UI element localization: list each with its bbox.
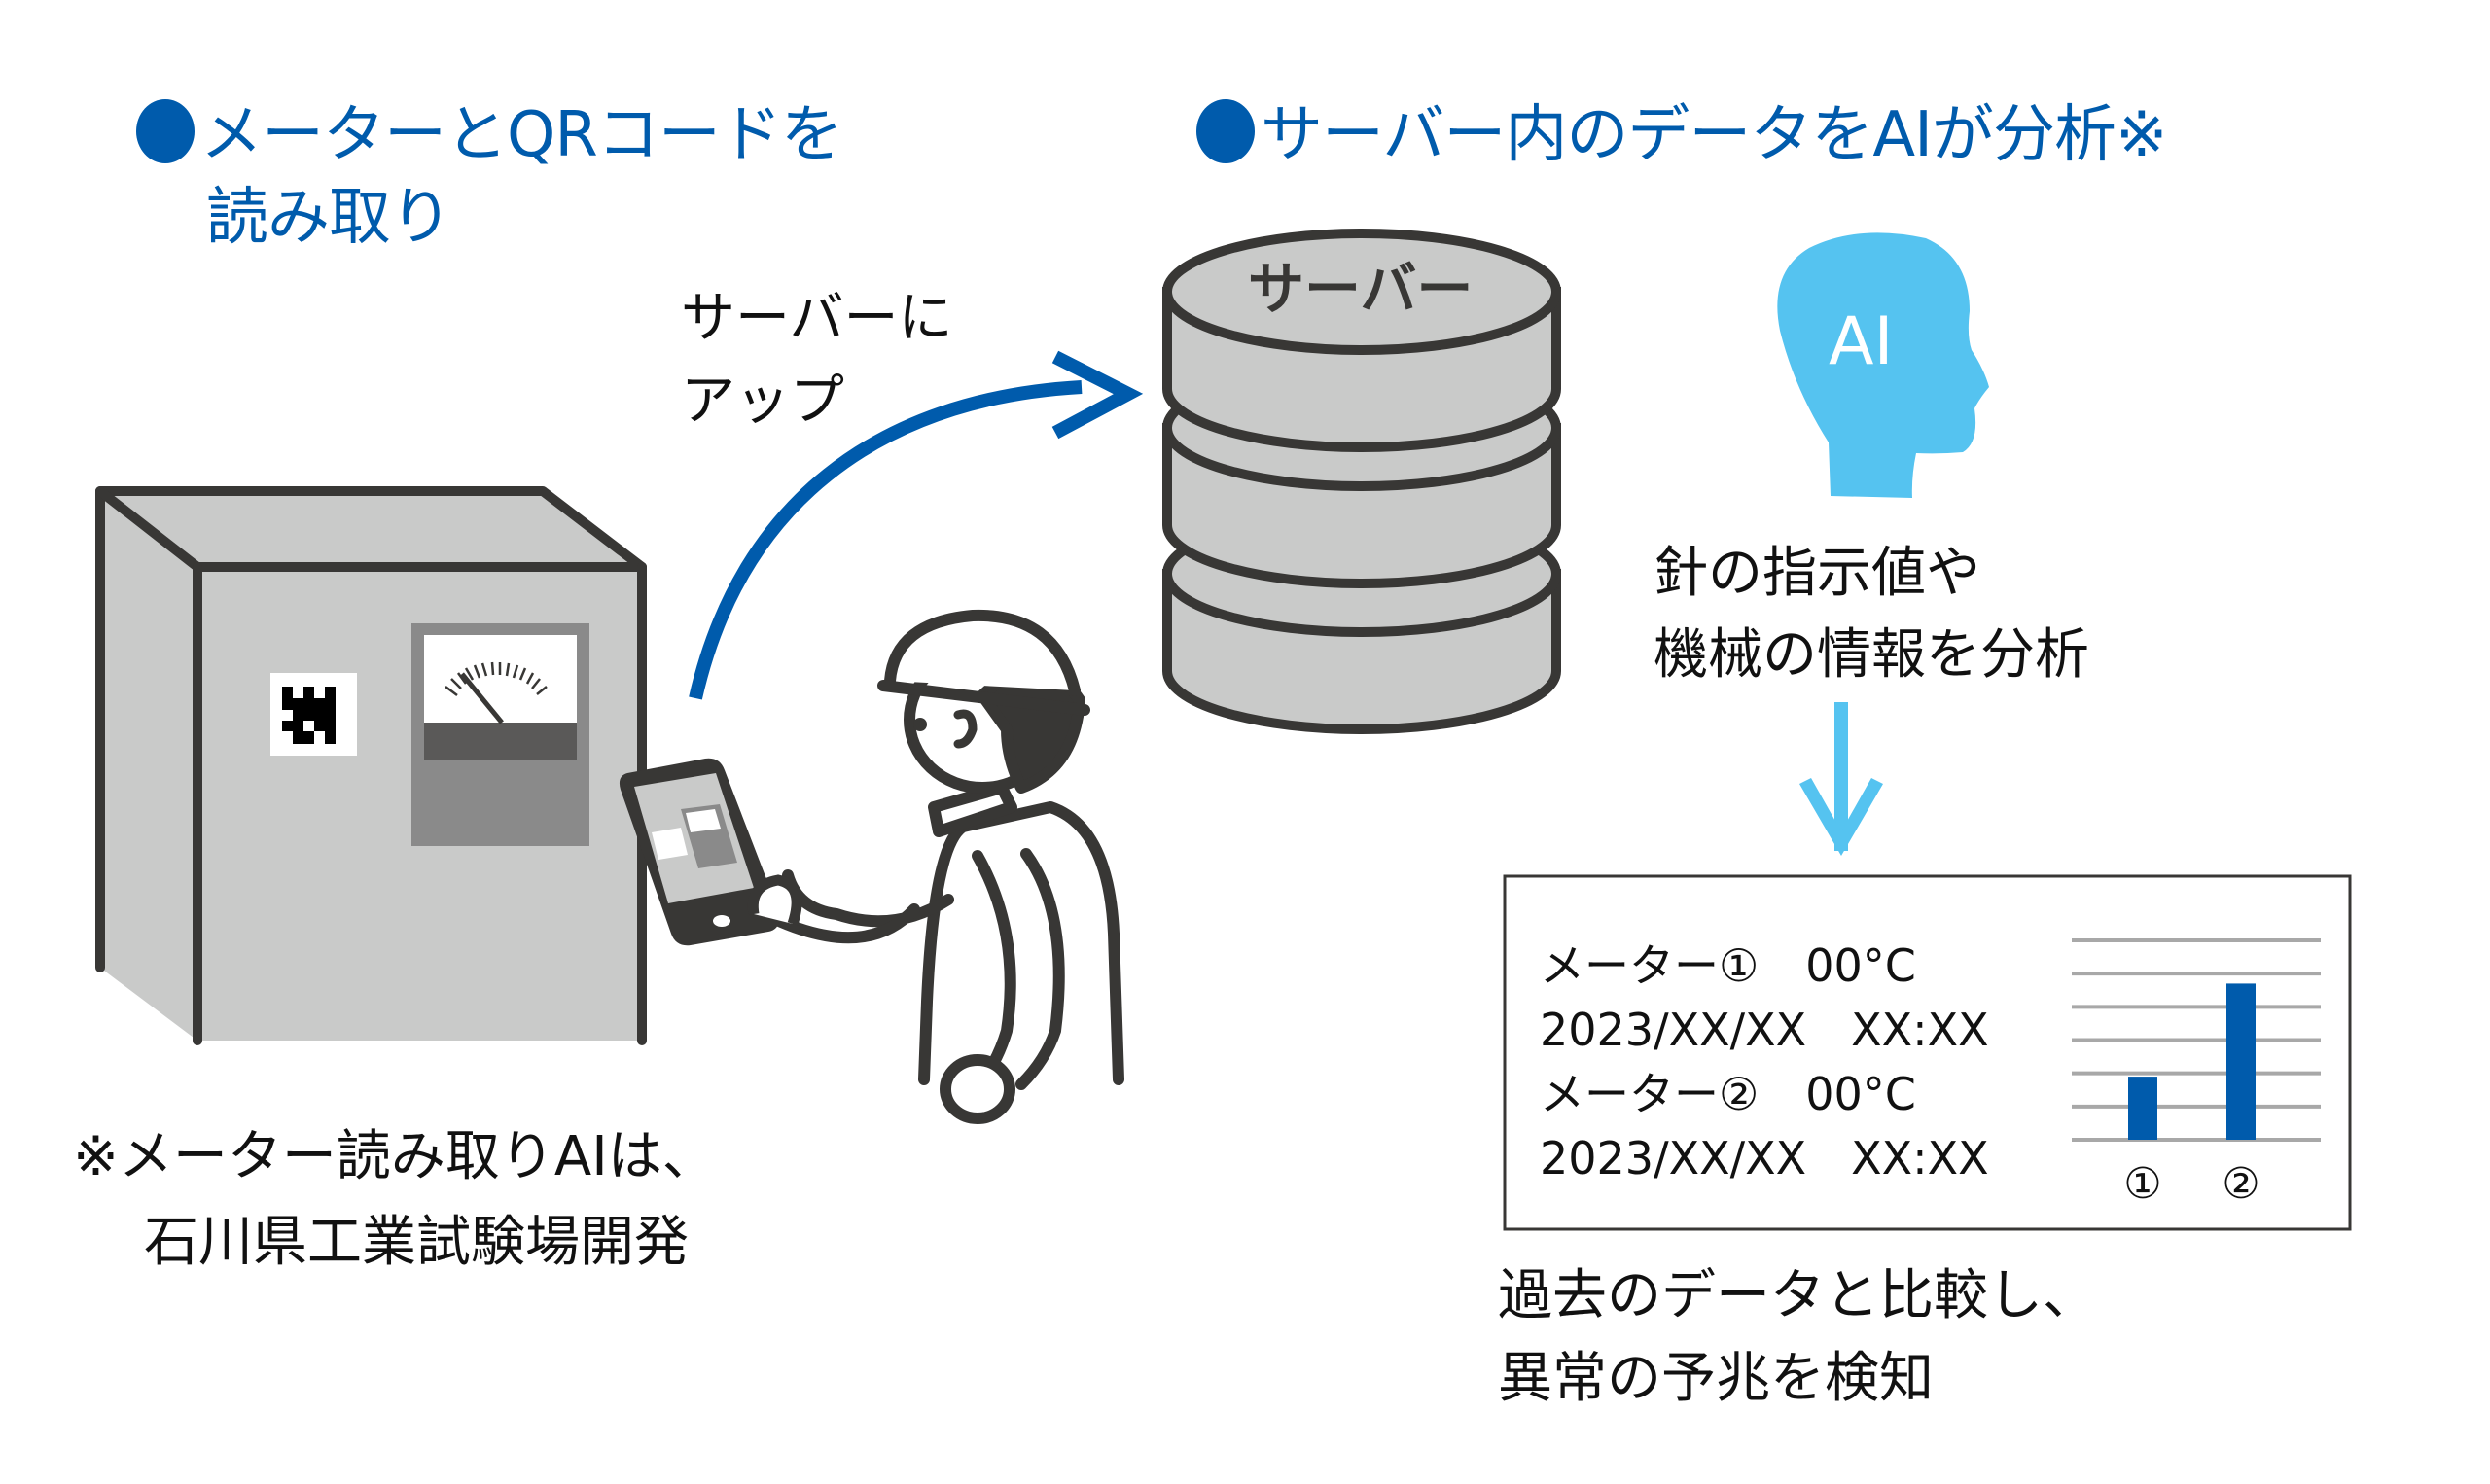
bullet-icon bbox=[1196, 99, 1255, 163]
result-box bbox=[1503, 874, 2352, 1231]
footnote-line1: ※メーター読み取りAIは、 bbox=[73, 1125, 717, 1188]
bullet-icon bbox=[136, 99, 195, 163]
conclusion-line2: 異常の予兆を検知 bbox=[1498, 1347, 1934, 1410]
down-arrow-icon bbox=[1799, 702, 1883, 856]
heading-left-line1: メーターとQRコードを bbox=[136, 99, 843, 166]
chart-tick-label: ① bbox=[2123, 1159, 2161, 1209]
footnote-line2: 石川県工業試験場開発 bbox=[144, 1211, 689, 1274]
analysis-text-line2: 機械の情報を分析 bbox=[1654, 623, 2089, 687]
analysis-text-line1: 針の指示値や bbox=[1654, 542, 1980, 605]
meter2-datetime: 2023/XX/XX XX:XX bbox=[1540, 1132, 1989, 1184]
worker-figure bbox=[724, 609, 1124, 1124]
meter1-datetime: 2023/XX/XX XX:XX bbox=[1540, 1004, 1989, 1056]
chart-bar-1 bbox=[2128, 1077, 2157, 1140]
heading-left-line2: 読み取り bbox=[206, 182, 452, 254]
ai-label: AI bbox=[1829, 303, 1894, 380]
qr-code-icon bbox=[270, 673, 357, 756]
chart-bar-2 bbox=[2226, 983, 2256, 1140]
server-icon bbox=[1162, 229, 1561, 734]
smartphone-icon bbox=[619, 758, 802, 946]
upload-arrow-icon bbox=[689, 350, 1144, 700]
conclusion-line1: 過去のデータと比較し、 bbox=[1498, 1264, 2097, 1327]
upload-label-line1: サーバーに bbox=[681, 287, 953, 350]
ai-head-icon bbox=[1777, 232, 1989, 498]
chart-tick-label: ② bbox=[2222, 1159, 2259, 1209]
upload-label-line2: アップ bbox=[681, 370, 844, 433]
heading-right: サーバー内のデータをAIが分析※ bbox=[1196, 99, 2168, 166]
server-label: サーバー bbox=[1248, 256, 1474, 322]
analog-meter-icon bbox=[411, 623, 589, 846]
